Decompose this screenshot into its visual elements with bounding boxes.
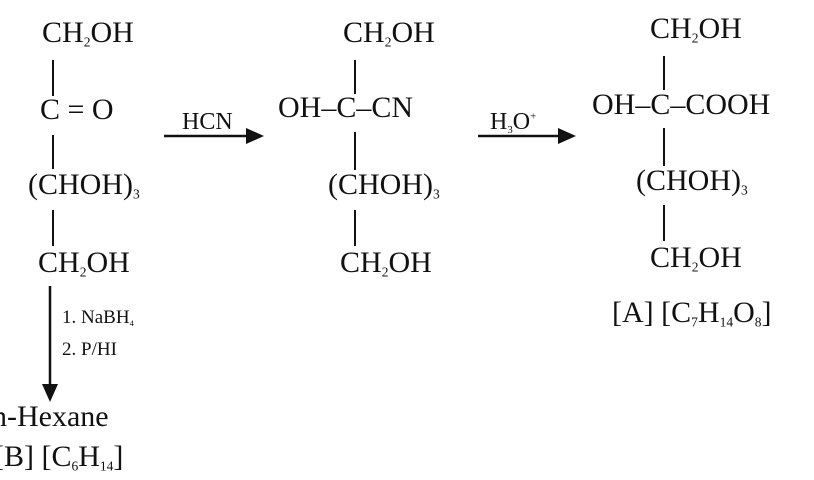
compound3-bottom-ch2oh: CH2OH xyxy=(650,241,742,275)
reduction-step-2: 2. P/HI xyxy=(62,339,117,360)
compound1-bond-3 xyxy=(52,210,54,246)
arrow-h3o xyxy=(478,128,576,144)
product-a-formula: [A] [C7H14O8] xyxy=(612,296,772,330)
compound2-top-ch2oh: CH2OH xyxy=(343,16,435,50)
compound3-bond-2 xyxy=(663,128,665,166)
reagent-hcn: HCN xyxy=(182,109,233,135)
compound3-bond-1 xyxy=(663,56,665,90)
compound1-chain: (CHOH)3 xyxy=(28,168,140,202)
reagent-h3o-plus: H3O+ xyxy=(490,109,537,136)
compound1-bottom-ch2oh: CH2OH xyxy=(38,246,130,280)
compound2-bond-1 xyxy=(354,60,356,94)
compound2-bond-3 xyxy=(354,210,356,246)
compound3-center: OH–C–COOH xyxy=(592,88,771,121)
compound1-bond-1 xyxy=(52,60,54,96)
compound1-top-ch2oh: CH2OH xyxy=(42,16,134,50)
compound2-center: OH–C–CN xyxy=(278,91,414,124)
compound1-carbonyl: C = O xyxy=(40,93,114,126)
product-b-formula: [B] [C6H14] xyxy=(0,440,124,474)
arrow-hcn xyxy=(164,128,264,144)
arrow-reduction-down xyxy=(42,286,58,402)
compound1-bond-2 xyxy=(52,135,54,169)
compound2-bottom-ch2oh: CH2OH xyxy=(340,246,432,280)
compound2-bond-2 xyxy=(354,132,356,170)
compound3-top-ch2oh: CH2OH xyxy=(650,12,742,46)
reduction-step-1: 1. NaBH4 xyxy=(62,307,134,328)
compound3-bond-3 xyxy=(663,205,665,241)
compound3-chain: (CHOH)3 xyxy=(636,164,748,198)
product-b-name: n-Hexane xyxy=(0,400,109,433)
compound2-chain: (CHOH)3 xyxy=(328,168,440,202)
